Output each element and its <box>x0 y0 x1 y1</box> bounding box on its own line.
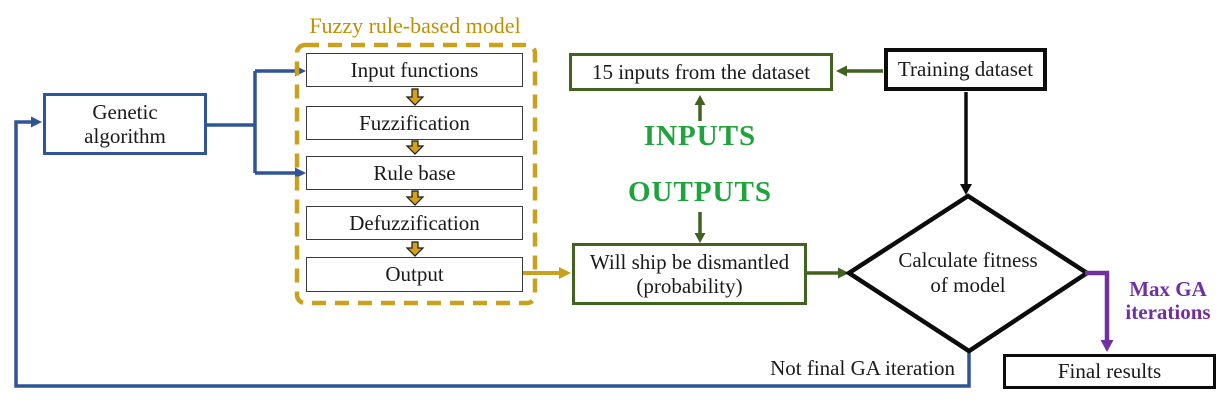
inputs-label-up-arrow <box>694 95 706 121</box>
fuzzy-step-arrows <box>405 88 425 257</box>
step-input-functions: Input functions <box>306 53 523 87</box>
outputs-label: OUTPUTS <box>628 176 772 208</box>
training-to-inputsbox-arrow <box>836 65 883 77</box>
outputs-label-down-arrow <box>694 212 706 243</box>
inputs-arrowhead-icon <box>694 95 706 105</box>
fuzzy-model-dashed-border <box>294 42 538 306</box>
step-defuzzification: Defuzzification <box>306 206 523 240</box>
training-to-diamond-arrow <box>960 92 972 195</box>
arrow-rulebase-to-defuzzification-icon <box>405 190 425 206</box>
not-final-ga-iteration-label: Not final GA iteration <box>770 356 955 380</box>
ga-to-model-connectors <box>207 69 296 175</box>
genetic-algorithm-box: Genetic algorithm <box>43 93 207 155</box>
diamond-to-final-arrow <box>1085 270 1114 352</box>
diamond-top-arrowhead-icon <box>960 184 972 195</box>
arrow-fuzzification-to-rulebase-icon <box>405 140 425 155</box>
max-ga-iterations-label: Max GA iterations <box>1125 277 1211 325</box>
arrowhead-to-rule-base-icon <box>295 167 306 179</box>
final-arrowhead-icon <box>1100 340 1114 352</box>
output-arrowhead-icon <box>559 267 571 279</box>
arrow-defuzzification-to-output-icon <box>405 241 425 257</box>
step-output: Output <box>306 257 523 292</box>
step-rule-base: Rule base <box>306 156 523 190</box>
fuzzy-model-title: Fuzzy rule-based model <box>309 13 521 38</box>
output-to-willship-arrow <box>523 267 571 279</box>
outputs-arrowhead-icon <box>694 233 706 243</box>
training-dataset-box: Training dataset <box>884 48 1047 91</box>
inputs-from-dataset-box: 15 inputs from the dataset <box>569 53 833 91</box>
willship-to-diamond-arrow <box>807 267 849 279</box>
arrow-input-to-fuzzification-icon <box>405 88 425 106</box>
inputs-label: INPUTS <box>643 120 757 152</box>
final-results-box: Final results <box>1003 354 1216 389</box>
will-ship-box: Will ship be dismantled (probability) <box>572 243 807 305</box>
decision-diamond <box>844 193 1092 354</box>
step-fuzzification: Fuzzification <box>306 106 523 140</box>
calculate-fitness-label: Calculate fitness of model <box>898 247 1038 297</box>
inputsbox-arrowhead-icon <box>836 65 847 77</box>
feedback-arrowhead-icon <box>31 116 42 128</box>
diamond-in-arrowhead-icon <box>838 267 849 279</box>
feedback-loop-arrow <box>14 120 971 388</box>
